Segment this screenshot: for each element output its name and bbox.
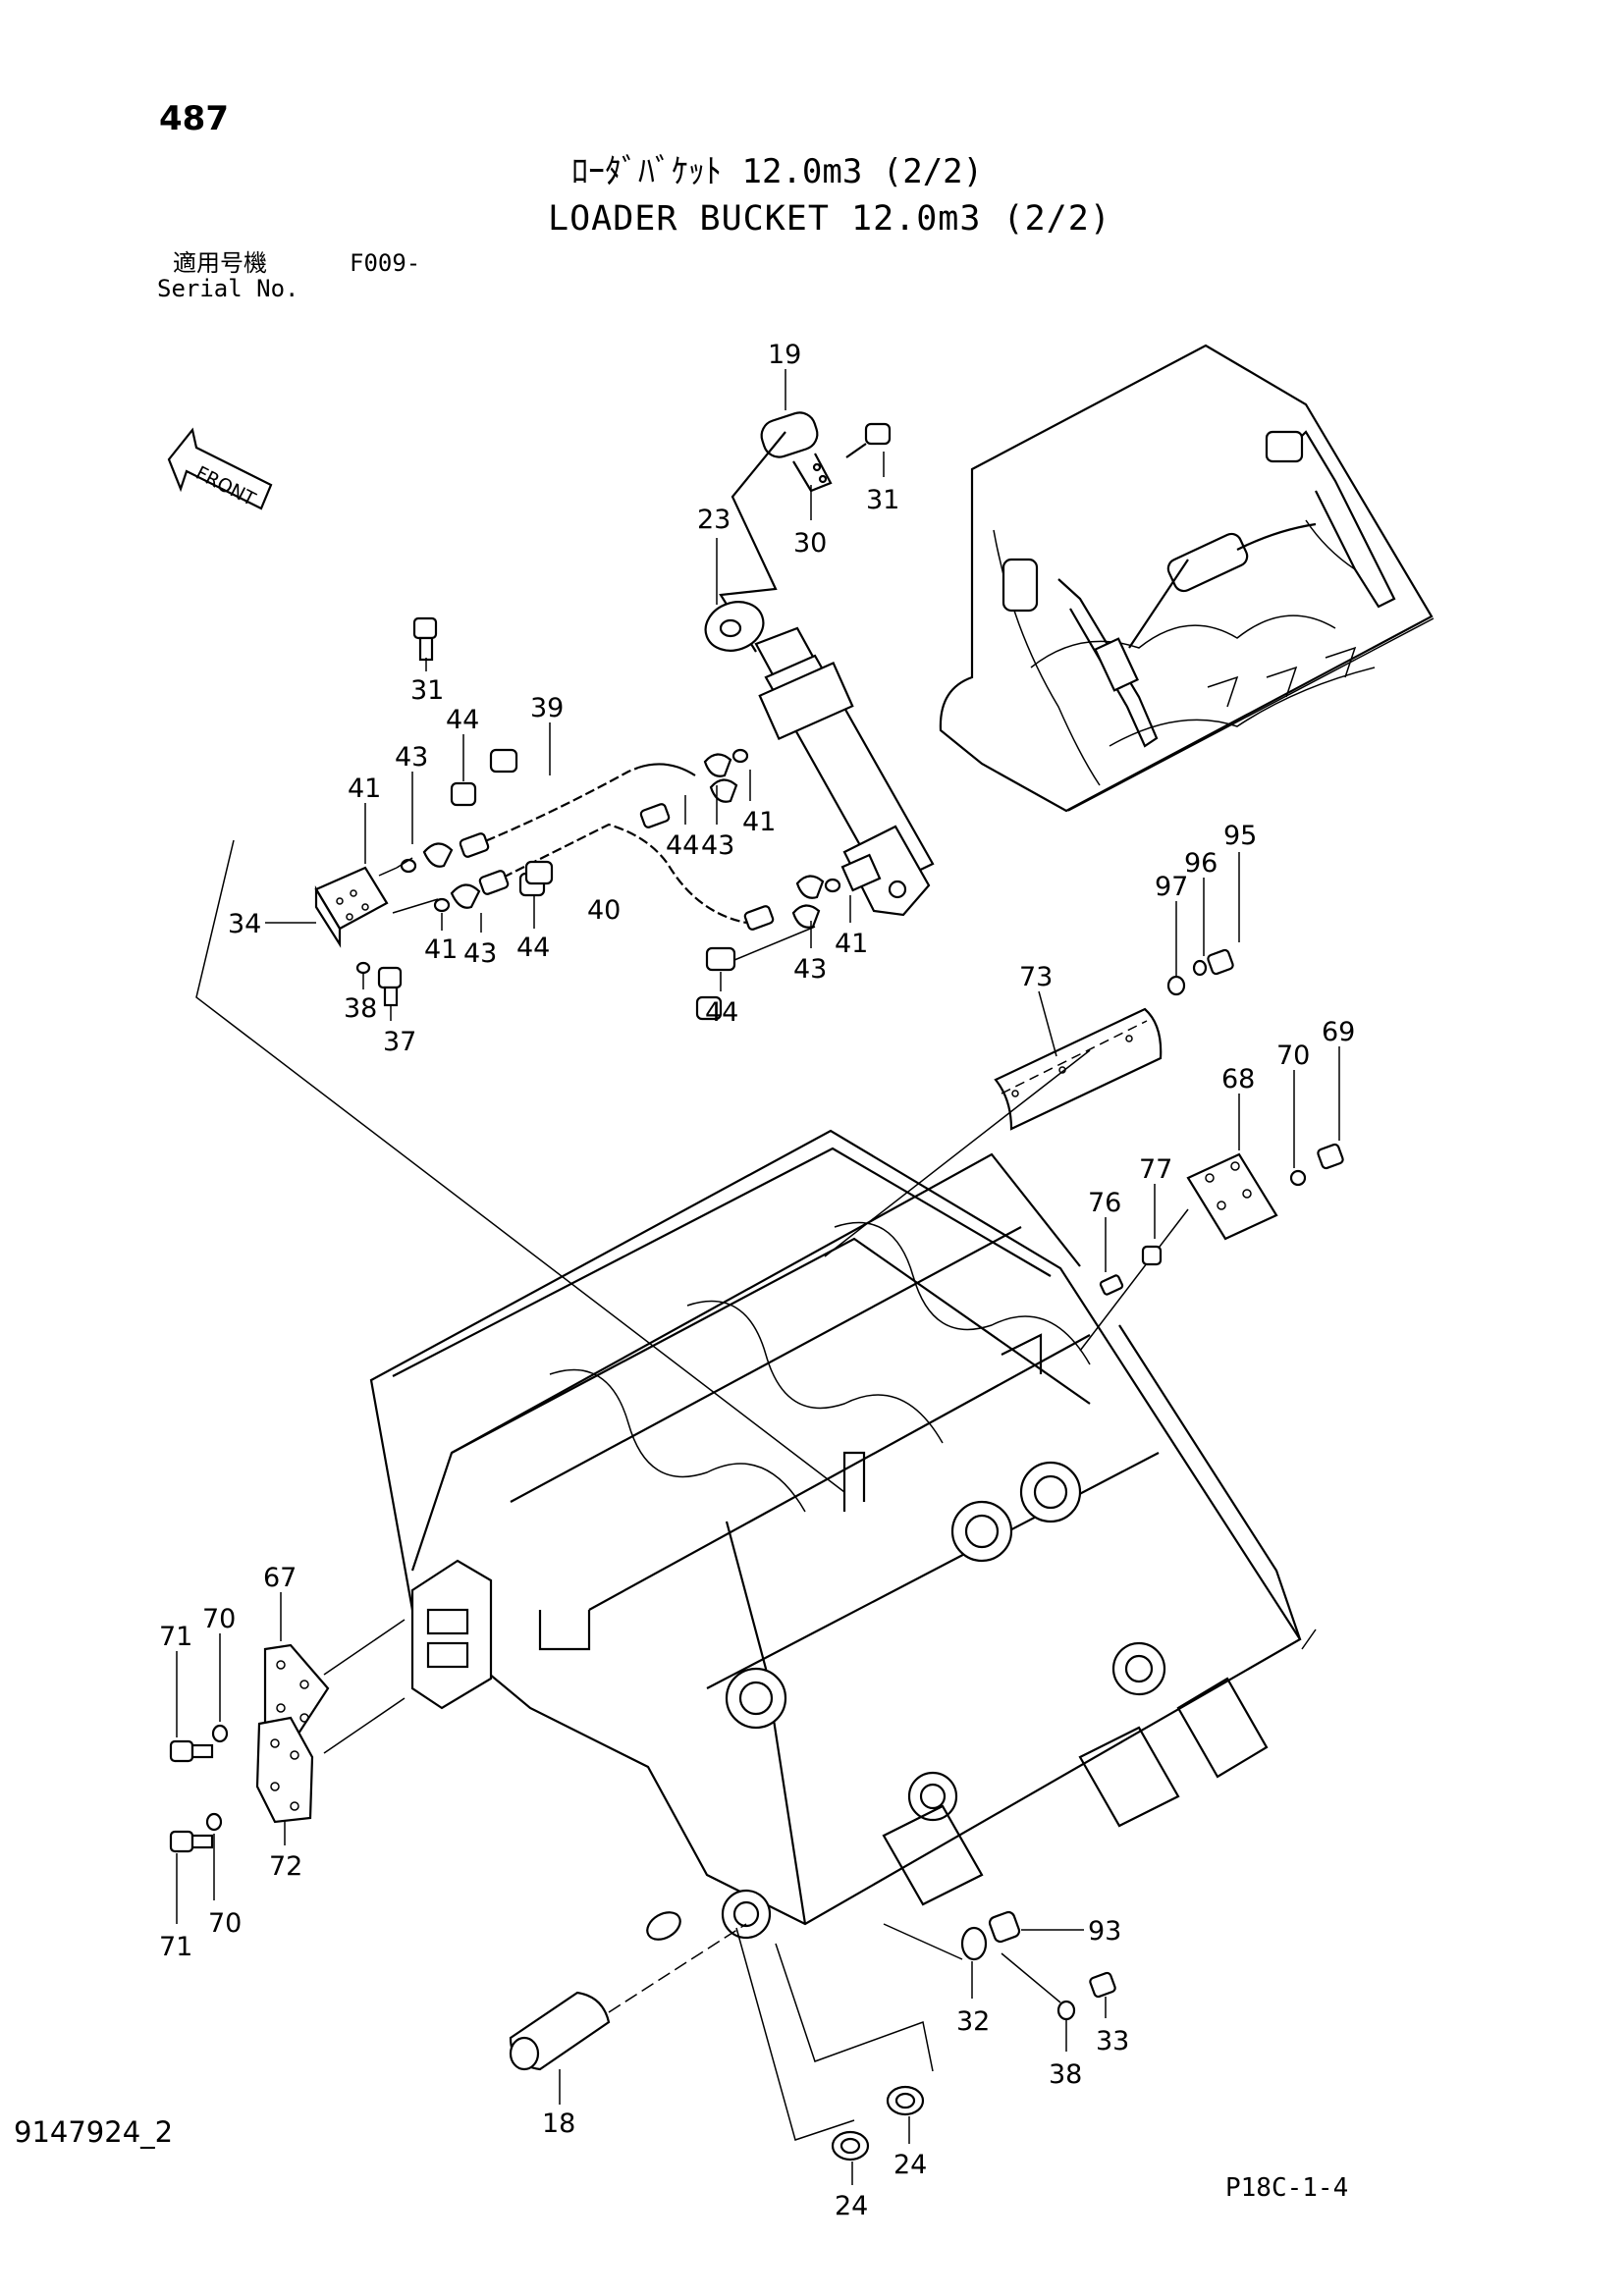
callout-44-b: 44	[666, 830, 699, 861]
callout-37: 37	[383, 1027, 416, 1057]
side-bracket	[323, 1559, 493, 1754]
callout-labels: 19 31 30 23 31 39 44 43 41 41 44 43 34	[159, 340, 1355, 2221]
bolt-31-top	[864, 422, 892, 446]
callout-72: 72	[269, 1851, 302, 1882]
serial-code: F009-	[350, 249, 421, 277]
callout-33: 33	[1096, 2026, 1129, 2056]
plate-68	[1079, 1143, 1344, 1352]
title-english: LOADER BUCKET 12.0m3 (2/2)	[548, 199, 1111, 239]
bolt-93-assembly	[883, 1910, 1116, 2021]
callout-77: 77	[1139, 1154, 1172, 1185]
callout-30: 30	[793, 528, 827, 559]
callout-73: 73	[1019, 962, 1053, 992]
callout-71: 71	[159, 1622, 192, 1652]
pin-76-bolt-77	[1099, 1245, 1163, 1296]
callout-70-c: 70	[208, 1908, 242, 1939]
callout-34: 34	[228, 909, 261, 939]
bucket-cylinder-assembly	[704, 411, 935, 917]
callout-93: 93	[1088, 1916, 1121, 1947]
callout-71-b: 71	[159, 1932, 192, 1962]
callout-76: 76	[1088, 1188, 1121, 1218]
callout-95: 95	[1223, 821, 1257, 851]
callout-43: 43	[395, 742, 428, 773]
callout-24: 24	[835, 2191, 868, 2221]
pin-19	[760, 411, 819, 458]
callout-41: 41	[348, 774, 381, 804]
callout-24-b: 24	[893, 2150, 927, 2180]
callout-31-left: 31	[410, 675, 444, 706]
callout-97: 97	[1155, 872, 1188, 902]
callout-41-d: 41	[835, 929, 868, 959]
bolt-95-washers	[1166, 948, 1234, 996]
hose-assemblies	[459, 763, 775, 931]
plate-30	[792, 453, 833, 493]
drawing-number: 9147924_2	[14, 2115, 174, 2149]
callout-67: 67	[263, 1563, 297, 1593]
callout-31: 31	[866, 485, 899, 515]
callout-38: 38	[344, 993, 377, 1024]
callout-39: 39	[530, 693, 564, 723]
manifold-block-34	[314, 866, 403, 1007]
callout-43-d: 43	[793, 954, 827, 985]
callout-70-b: 70	[202, 1604, 236, 1634]
callout-96: 96	[1184, 848, 1218, 879]
serial-label-japanese: 適用号機	[173, 249, 267, 277]
callout-43-b: 43	[701, 830, 734, 861]
callout-41-c: 41	[424, 934, 458, 965]
callout-38-b: 38	[1049, 2059, 1082, 2090]
callout-32: 32	[956, 2006, 990, 2037]
callout-70: 70	[1276, 1041, 1310, 1071]
callout-69: 69	[1322, 1017, 1355, 1047]
callout-19: 19	[768, 340, 801, 370]
bolts-44	[489, 748, 816, 972]
callout-68: 68	[1221, 1064, 1255, 1095]
callout-23: 23	[697, 505, 731, 535]
callout-44-c: 44	[516, 933, 550, 963]
bolts-71-washers-70	[169, 1724, 229, 1853]
bucket-frame	[369, 1129, 1317, 1940]
callout-41-b: 41	[742, 807, 776, 837]
callout-40: 40	[587, 895, 621, 926]
page-reference: P18C-1-4	[1225, 2173, 1349, 2203]
callout-43-c: 43	[463, 938, 497, 969]
fittings-and-orings	[378, 748, 841, 1021]
page-number: 487	[159, 99, 229, 138]
plate-72	[255, 1716, 314, 1824]
serial-label-english: Serial No.	[157, 275, 299, 302]
overview-bucket-illustration	[939, 344, 1435, 813]
callout-44-d: 44	[705, 997, 738, 1028]
front-label: FRONT	[192, 462, 259, 510]
callout-18: 18	[542, 2109, 575, 2139]
pin-18-bushings	[509, 1911, 934, 2162]
title-japanese: ﾛｰﾀﾞﾊﾞｹｯﾄ 12.0m3 (2/2)	[571, 152, 984, 191]
bolt-31-left	[412, 616, 438, 662]
plate-67	[263, 1643, 330, 1735]
callout-44: 44	[446, 705, 479, 735]
leader-line-34	[195, 839, 845, 1493]
front-arrow-icon: FRONT	[167, 427, 273, 510]
